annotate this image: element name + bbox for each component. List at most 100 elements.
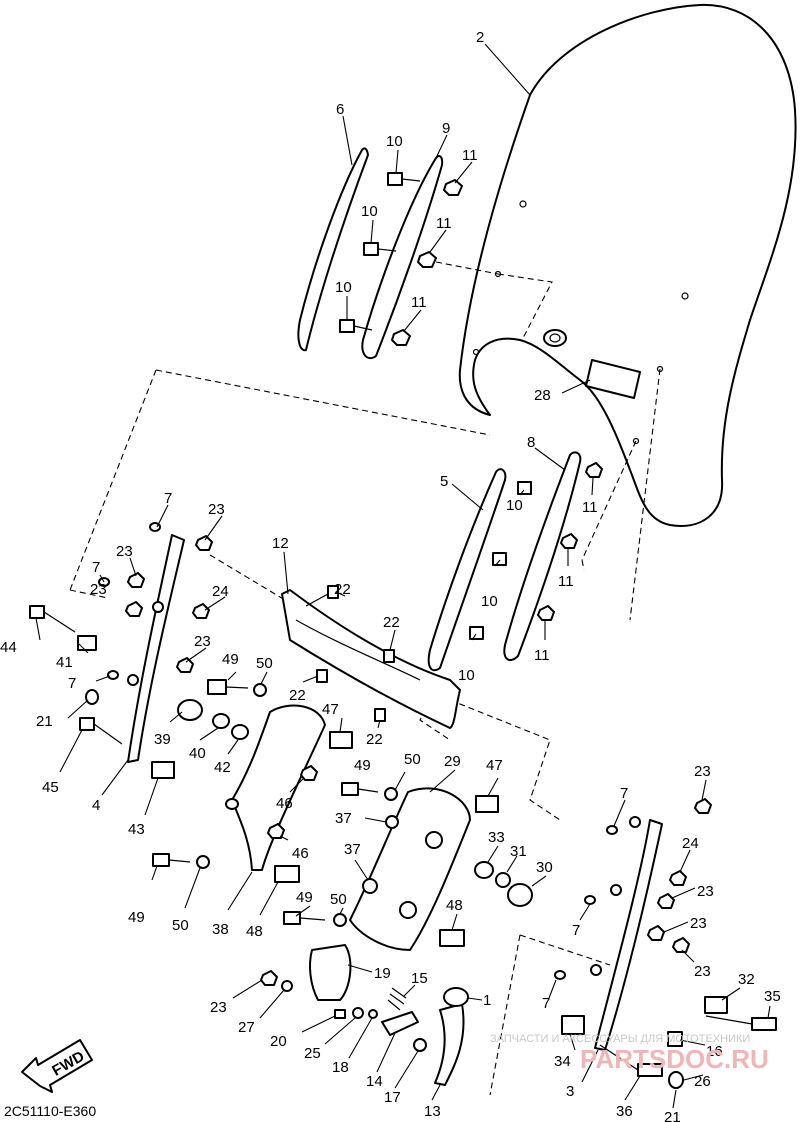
side-panel-5 bbox=[427, 468, 507, 672]
callout-3: 3 bbox=[566, 1083, 574, 1100]
upper-panel-9 bbox=[361, 155, 444, 360]
callout-23h: 23 bbox=[210, 999, 227, 1016]
callout-7c: 7 bbox=[68, 675, 76, 692]
callout-48b: 48 bbox=[446, 897, 463, 914]
callout-44: 44 bbox=[0, 639, 17, 656]
left-mount-parts bbox=[151, 679, 353, 883]
callout-25: 25 bbox=[304, 1045, 321, 1062]
callout-41: 41 bbox=[56, 654, 73, 671]
callout-50d: 50 bbox=[330, 891, 347, 908]
callout-22a: 22 bbox=[334, 581, 351, 598]
right-hardware bbox=[554, 798, 777, 1089]
callout-7d: 7 bbox=[620, 785, 628, 802]
callout-28: 28 bbox=[534, 387, 551, 404]
callout-21b: 21 bbox=[664, 1109, 681, 1122]
callout-48a: 48 bbox=[246, 923, 263, 940]
side-panel-8 bbox=[503, 451, 582, 661]
callout-43: 43 bbox=[128, 821, 145, 838]
callout-21a: 21 bbox=[36, 713, 53, 730]
callout-29: 29 bbox=[444, 753, 461, 770]
callout-23g: 23 bbox=[690, 915, 707, 932]
cross-bracket-12 bbox=[281, 589, 461, 729]
callout-20: 20 bbox=[270, 1033, 287, 1050]
callout-49a: 49 bbox=[222, 651, 239, 668]
callout-11c: 11 bbox=[411, 294, 427, 311]
mid-bolts bbox=[469, 462, 603, 640]
callout-11e: 11 bbox=[558, 573, 574, 590]
callout-19: 19 bbox=[374, 965, 391, 982]
callout-23b: 23 bbox=[116, 543, 133, 560]
callout-27: 27 bbox=[238, 1019, 255, 1036]
callout-39: 39 bbox=[154, 731, 171, 748]
callout-6: 6 bbox=[336, 101, 344, 118]
callout-10f: 10 bbox=[458, 667, 475, 684]
callout-50c: 50 bbox=[172, 917, 189, 934]
callout-49d: 49 bbox=[296, 889, 313, 906]
diagram-code: 2C51110-E360 bbox=[4, 1103, 96, 1119]
callout-10e: 10 bbox=[481, 593, 498, 610]
assembly-lines bbox=[69, 261, 661, 1096]
callout-22b: 22 bbox=[383, 614, 400, 631]
callout-23c: 23 bbox=[90, 581, 107, 598]
callout-45: 45 bbox=[42, 779, 59, 796]
fwd-arrow-icon: FWD bbox=[21, 1039, 93, 1093]
callout-22d: 22 bbox=[366, 731, 383, 748]
left-mount-38 bbox=[225, 704, 326, 871]
upper-panel-6 bbox=[297, 147, 369, 352]
callout-10b: 10 bbox=[361, 203, 378, 220]
callout-8: 8 bbox=[527, 434, 535, 451]
callout-23e: 23 bbox=[694, 763, 711, 780]
callout-46a: 46 bbox=[276, 795, 293, 812]
callout-7b: 7 bbox=[92, 559, 100, 576]
callout-2: 2 bbox=[476, 29, 484, 46]
callout-50a: 50 bbox=[256, 655, 273, 672]
callout-46b: 46 bbox=[292, 845, 309, 862]
callout-38: 38 bbox=[212, 921, 229, 938]
callout-24a: 24 bbox=[212, 583, 229, 600]
callout-50b: 50 bbox=[404, 751, 421, 768]
callout-labels: 1 2 3 4 5 6 7 7 7 7 7 7 8 9 10 10 10 10 … bbox=[0, 29, 781, 1122]
callout-7a: 7 bbox=[164, 490, 172, 507]
callout-24b: 24 bbox=[682, 835, 699, 852]
callout-14: 14 bbox=[366, 1073, 383, 1090]
caution-label-sticker bbox=[585, 359, 641, 399]
callout-31: 31 bbox=[510, 843, 527, 860]
callout-47a: 47 bbox=[322, 701, 339, 718]
bracket-bolts-22 bbox=[305, 585, 395, 722]
callout-23f: 23 bbox=[697, 883, 714, 900]
right-stay-3 bbox=[590, 816, 663, 1051]
callout-10a: 10 bbox=[386, 133, 403, 150]
callout-5: 5 bbox=[440, 473, 448, 490]
callout-13: 13 bbox=[424, 1103, 441, 1120]
callout-1: 1 bbox=[483, 992, 491, 1009]
callout-11f: 11 bbox=[534, 647, 550, 664]
callout-10d: 10 bbox=[506, 497, 523, 514]
watermark-line2: PARTSDOC.RU bbox=[580, 1044, 769, 1074]
callout-17: 17 bbox=[384, 1089, 401, 1106]
callout-30: 30 bbox=[536, 859, 553, 876]
callout-49b: 49 bbox=[354, 757, 371, 774]
callout-37a: 37 bbox=[335, 810, 352, 827]
callout-32: 32 bbox=[738, 971, 755, 988]
callout-11d: 11 bbox=[582, 499, 598, 516]
callout-23i: 23 bbox=[694, 963, 711, 980]
callout-9: 9 bbox=[442, 120, 450, 137]
right-mount-29 bbox=[349, 787, 471, 951]
callout-23d: 23 bbox=[194, 633, 211, 650]
callout-12: 12 bbox=[272, 535, 289, 552]
callout-7f: 7 bbox=[542, 995, 550, 1012]
callout-7e: 7 bbox=[572, 922, 580, 939]
callout-11a: 11 bbox=[462, 147, 478, 164]
callout-33: 33 bbox=[488, 829, 505, 846]
callout-26: 26 bbox=[694, 1073, 711, 1090]
windshield bbox=[458, 3, 797, 527]
right-mount-parts bbox=[283, 782, 533, 947]
callout-16: 16 bbox=[706, 1043, 723, 1060]
callout-11b: 11 bbox=[436, 215, 452, 232]
leader-lines bbox=[35, 43, 771, 1109]
callout-10c: 10 bbox=[335, 279, 352, 296]
callout-36: 36 bbox=[616, 1103, 633, 1120]
watermark: ЗАПЧАСТИ И АКСЕССУАРЫ ДЛЯ МОТОТЕХНИКИ PA… bbox=[490, 1033, 769, 1074]
callout-4: 4 bbox=[92, 797, 100, 814]
